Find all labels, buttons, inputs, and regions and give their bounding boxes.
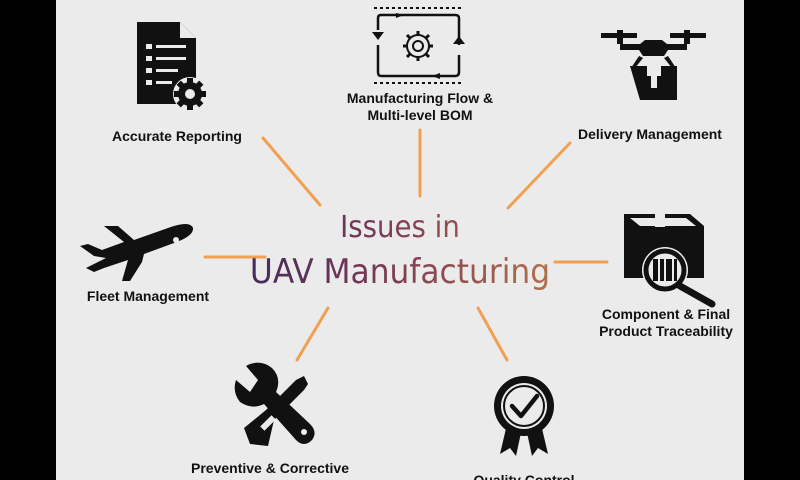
document-gear-icon bbox=[137, 22, 207, 111]
box-magnifier-icon bbox=[624, 213, 716, 308]
connector-quality-control bbox=[476, 306, 509, 362]
connector-delivery-management bbox=[506, 141, 572, 210]
diagram-title-line1: Issues in bbox=[234, 210, 565, 245]
label-accurate-reporting: Accurate Reporting bbox=[96, 128, 258, 145]
label-fleet-management: Fleet Management bbox=[74, 288, 222, 305]
badge-check-icon bbox=[494, 376, 554, 456]
label-quality-control-line1: Quality Control bbox=[473, 472, 575, 480]
label-delivery-management-line1: Delivery Management bbox=[578, 126, 722, 142]
connector-accurate-reporting bbox=[261, 136, 322, 207]
label-manufacturing-flow-line1: Manufacturing Flow & bbox=[346, 90, 494, 106]
diagram-panel: Issues in UAV Manufacturing Accurate Rep… bbox=[56, 0, 744, 480]
connectors bbox=[203, 128, 609, 362]
label-maintenance-line1: Preventive & Corrective bbox=[191, 460, 349, 476]
label-traceability-line1: Component & Final bbox=[601, 306, 731, 322]
label-accurate-reporting-line1: Accurate Reporting bbox=[112, 128, 242, 144]
diagram-canvas bbox=[80, 7, 716, 456]
diagram-title-line2: UAV Manufacturing bbox=[234, 252, 565, 292]
label-fleet-management-line1: Fleet Management bbox=[86, 288, 210, 304]
drone-package-icon bbox=[601, 30, 706, 100]
label-delivery-management: Delivery Management bbox=[568, 126, 732, 143]
label-quality-control: Quality Control bbox=[456, 472, 592, 480]
label-maintenance: Preventive & Corrective bbox=[178, 460, 362, 477]
label-traceability: Component & Final Product Traceability bbox=[590, 306, 742, 340]
gear-cycle-icon bbox=[372, 7, 465, 84]
label-manufacturing-flow: Manufacturing Flow & Multi-level BOM bbox=[338, 90, 502, 124]
wrench-icon bbox=[234, 362, 315, 446]
label-traceability-line2: Product Traceability bbox=[599, 323, 733, 339]
connector-maintenance bbox=[295, 306, 330, 362]
label-manufacturing-flow-line2: Multi-level BOM bbox=[367, 107, 473, 123]
airplane-icon bbox=[80, 224, 194, 281]
